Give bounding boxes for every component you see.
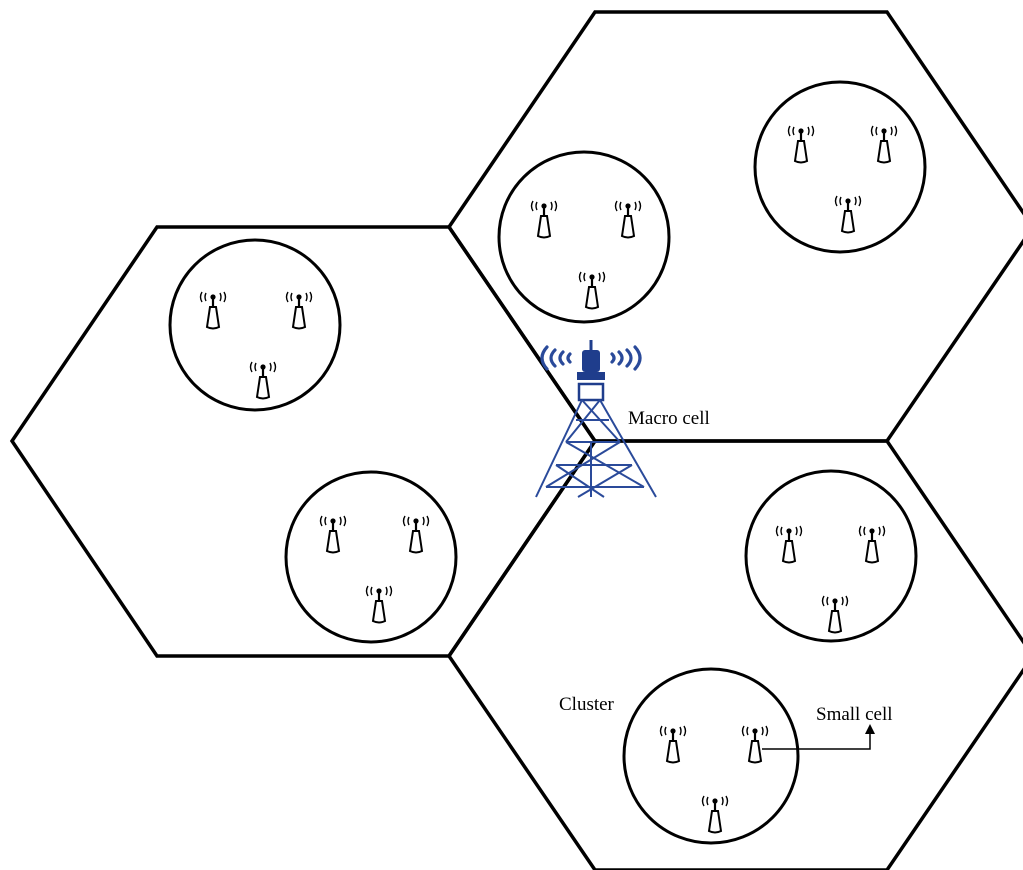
macro-cell-label: Macro cell [628,408,710,429]
cluster-bottom-right-top [744,469,918,643]
macro-cell-bottom-right [446,439,1023,870]
small-cell-arrow [762,724,875,750]
cluster-top-right-right [753,80,927,254]
cluster-left-bottom [284,470,458,644]
tower-icon [535,340,657,498]
antenna-icon [834,194,862,234]
antenna-icon [530,199,558,239]
antenna-icon [578,270,606,310]
small-cell-label: Small cell [816,704,893,725]
antenna-icon [659,724,687,764]
antenna-icon [775,524,803,564]
antenna-icon [285,290,313,330]
antenna-icon [365,584,393,624]
cluster-left-top [168,238,342,412]
antenna-icon [858,524,886,564]
antenna-icon [199,290,227,330]
antenna-icon [741,724,769,764]
antenna-icon [787,124,815,164]
cluster-bottom-right-bottom [622,667,800,845]
antenna-icon [319,514,347,554]
antenna-icon [402,514,430,554]
macro-cell-top-right [446,10,1023,443]
macro-cell-left [9,225,598,658]
cluster-label: Cluster [559,694,615,715]
antenna-icon [614,199,642,239]
antenna-icon [870,124,898,164]
antenna-icon [701,794,729,834]
antenna-icon [821,594,849,634]
antenna-icon [249,360,277,400]
cluster-top-right-left [497,150,671,324]
